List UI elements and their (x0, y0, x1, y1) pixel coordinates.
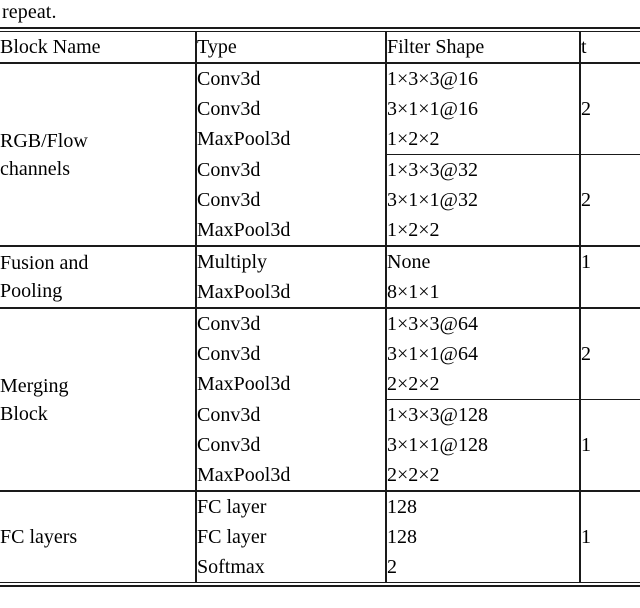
filter-shape-cell: 1×3×3@128 (386, 400, 581, 430)
layer-type-cell: Multiply (196, 247, 387, 277)
filter-shape-cell: 3×1×1@32 (386, 185, 581, 215)
layer-type-cell: Conv3d (196, 63, 387, 94)
block-name-line: Block (0, 402, 48, 425)
layer-type-cell: FC layer (196, 522, 387, 552)
column-header-filter-shape: Filter Shape (386, 32, 581, 64)
filter-shape-cell: 1×3×3@32 (386, 155, 581, 185)
repeat-count-cell: 2 (581, 189, 591, 211)
filter-shape-cell: 128 (386, 492, 581, 522)
repeat-count-cell: 2 (581, 98, 591, 120)
separator-cell (386, 154, 581, 155)
layer-type-cell: MaxPool3d (196, 215, 387, 246)
filter-shape-cell: 2×2×2 (386, 369, 581, 400)
layer-type-cell: Conv3d (196, 400, 387, 430)
top-rule-inner (0, 31, 640, 32)
column-header-t: t (580, 32, 640, 64)
block-name-line: RGB/Flow (0, 129, 88, 152)
repeat-count-cell: 1 (581, 526, 591, 548)
column-header-block-name: Block Name (0, 32, 197, 64)
layer-type-cell: Conv3d (196, 185, 387, 215)
filter-shape-cell: 8×1×1 (386, 277, 581, 308)
block-name-cell: FC layers (0, 492, 197, 582)
filter-shape-cell: 3×1×1@16 (386, 94, 581, 124)
filter-shape-cell: 1×2×2 (386, 215, 581, 246)
layer-type-cell: Conv3d (196, 309, 387, 339)
block-name-line: Merging (0, 374, 69, 397)
separator-cell-blank (196, 399, 387, 400)
preceding-paragraph-fragment: repeat. (2, 1, 57, 23)
top-rule-outer (0, 27, 640, 29)
separator-cell-blank (196, 154, 387, 155)
bottom-rule-inner (0, 582, 640, 583)
separator-cell (580, 399, 640, 400)
filter-shape-cell: 1×3×3@64 (386, 309, 581, 339)
repeat-count-cell: 1 (581, 251, 591, 273)
filter-shape-cell: 1×2×2 (386, 124, 581, 155)
filter-shape-cell: 2 (386, 552, 581, 582)
layer-type-cell: MaxPool3d (196, 124, 387, 155)
table-bottom-double-rule (0, 582, 640, 587)
block-name-cell: RGB/Flow channels (0, 63, 197, 246)
filter-shape-cell: 2×2×2 (386, 460, 581, 491)
separator-cell (580, 154, 640, 155)
layer-type-cell: Softmax (196, 552, 387, 582)
repeat-count-cell: 1 (581, 434, 591, 456)
filter-shape-cell: 1×3×3@16 (386, 63, 581, 94)
filter-shape-cell: None (386, 247, 581, 277)
layer-type-cell: MaxPool3d (196, 277, 387, 308)
layer-type-cell: Conv3d (196, 155, 387, 185)
sub-group-separator (0, 399, 640, 400)
block-name-line: FC layers (0, 526, 78, 548)
block-name-line: channels (0, 157, 70, 180)
layer-type-cell: Conv3d (196, 430, 387, 460)
block-name-line: Pooling (0, 280, 63, 302)
layer-type-cell: FC layer (196, 492, 387, 522)
architecture-spec-table: Block Name Type Filter Shape t RGB/Flow c… (0, 32, 640, 582)
layer-type-cell: Conv3d (196, 94, 387, 124)
block-name-line: Fusion and (0, 252, 89, 274)
table-top-double-rule (0, 27, 640, 32)
bottom-rule-outer (0, 585, 640, 587)
separator-cell (386, 399, 581, 400)
filter-shape-cell: 128 (386, 522, 581, 552)
filter-shape-cell: 3×1×1@128 (386, 430, 581, 460)
repeat-count-cell: 2 (581, 343, 591, 365)
table-header: Block Name Type Filter Shape t (0, 32, 640, 64)
layer-type-cell: MaxPool3d (196, 369, 387, 400)
sub-group-separator (0, 154, 640, 155)
table-header-row: Block Name Type Filter Shape t (0, 32, 640, 64)
layer-type-cell: MaxPool3d (196, 460, 387, 491)
filter-shape-cell: 3×1×1@64 (386, 339, 581, 369)
column-header-type: Type (196, 32, 387, 64)
layer-type-cell: Conv3d (196, 339, 387, 369)
